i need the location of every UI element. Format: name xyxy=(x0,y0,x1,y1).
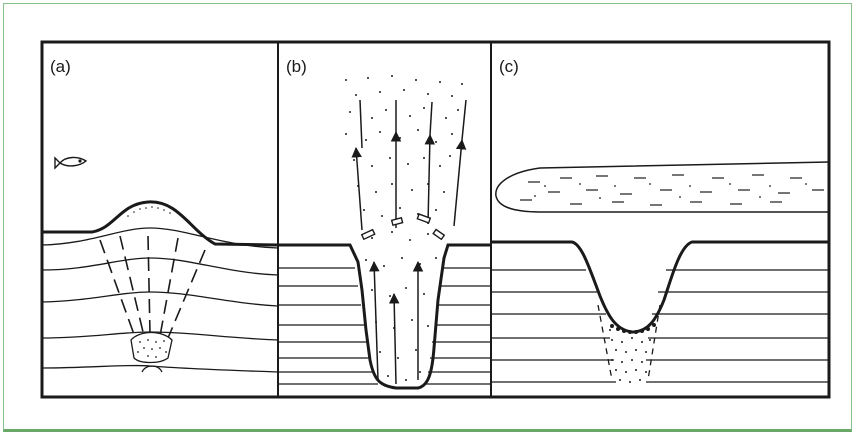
crater-c xyxy=(491,242,829,332)
panel-label-b: (b) xyxy=(286,57,307,76)
gas-flow-arrows-upper xyxy=(356,100,466,230)
panel-b xyxy=(278,75,491,388)
gas-body-a xyxy=(131,333,172,363)
panel-label-a: (a) xyxy=(50,57,71,76)
plume-dots xyxy=(345,75,463,381)
sediment-layers-c xyxy=(491,270,829,382)
seafloor-dome xyxy=(42,202,278,245)
panel-a xyxy=(42,157,278,372)
dome-dots xyxy=(127,206,171,217)
fracture-lines-a xyxy=(100,236,205,340)
fish-icon xyxy=(55,157,86,168)
panel-c xyxy=(491,162,829,383)
fill-zone-outline xyxy=(598,305,660,380)
ejected-debris xyxy=(362,214,445,239)
sediment-plume-c xyxy=(496,162,829,212)
gas-flow-arrows-lower xyxy=(374,262,418,384)
panel-label-c: (c) xyxy=(499,57,519,76)
sediment-layers-b xyxy=(278,268,491,384)
collapse-fill-dots xyxy=(609,329,651,383)
